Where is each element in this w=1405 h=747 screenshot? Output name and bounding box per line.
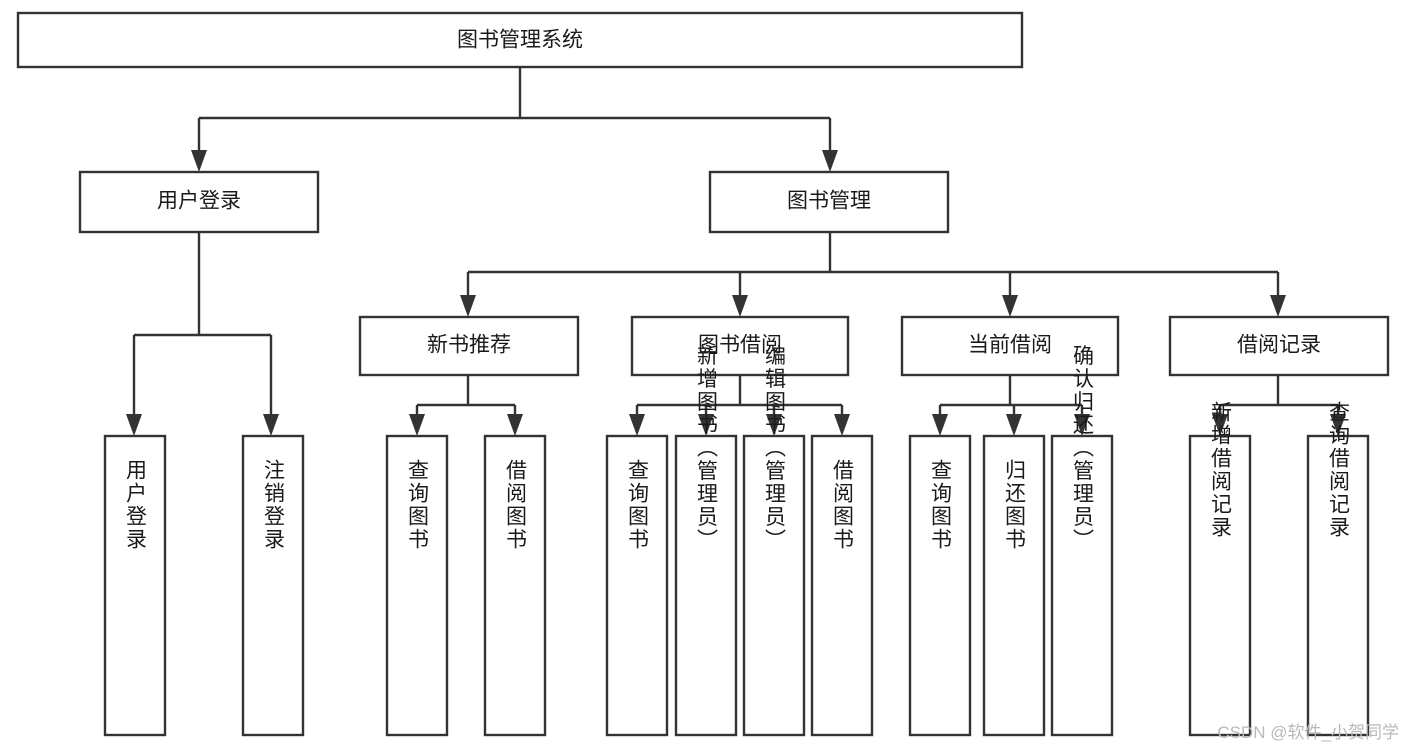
node-borrow-record-label: 借阅记录 <box>1237 334 1321 357</box>
node-leaf-user-login-label: 用户登录 <box>124 459 148 551</box>
node-leaf-borrow-book-1-box[interactable] <box>483 434 547 737</box>
arrow-cb-leaf3 <box>1074 414 1090 436</box>
node-root[interactable]: 图书管理系统 <box>16 11 1024 69</box>
node-leaf-logout-box[interactable] <box>241 434 305 737</box>
node-leaf-edit-book-admin[interactable]: 编辑图书（管理员） <box>742 345 806 737</box>
node-new-book-recommend-label: 新书推荐 <box>427 334 511 357</box>
node-book-borrow-box[interactable] <box>630 315 850 377</box>
csdn-watermark: CSDN @软件_小贺同学 <box>1217 723 1399 742</box>
node-borrow-record[interactable]: 借阅记录 <box>1168 315 1390 377</box>
node-leaf-edit-book-admin-box[interactable] <box>742 434 806 737</box>
node-leaf-add-book-admin-box[interactable] <box>674 434 738 737</box>
node-leaf-query-book-1-box[interactable] <box>385 434 449 737</box>
node-leaf-return-book-label: 归还图书 <box>1003 459 1027 551</box>
node-leaf-confirm-return-admin-label: 确认归还（管理员） <box>1071 345 1095 552</box>
arrow-to-leaf-user-login <box>126 414 142 436</box>
node-leaf-borrow-book-1[interactable]: 借阅图书 <box>483 434 547 737</box>
node-leaf-add-book-admin-label: 新增图书（管理员） <box>695 345 719 552</box>
node-leaf-borrow-book-2[interactable]: 借阅图书 <box>810 434 874 737</box>
node-book-borrow-label: 图书借阅 <box>698 334 782 357</box>
arrow-bb-leaf2 <box>698 414 714 436</box>
arrow-to-leaf-logout <box>263 414 279 436</box>
node-leaf-logout-label: 注销登录 <box>262 459 286 551</box>
node-root-box[interactable] <box>16 11 1024 69</box>
node-leaf-add-borrow-record-box[interactable] <box>1188 434 1252 737</box>
node-leaf-query-book-1[interactable]: 查询图书 <box>385 434 449 737</box>
node-new-book-recommend-box[interactable] <box>358 315 580 377</box>
node-book-borrow[interactable]: 图书借阅 <box>630 315 850 377</box>
node-leaf-query-borrow-record-label: 查询借阅记录 <box>1327 401 1351 539</box>
arrow-root-to-book-mgmt <box>822 150 838 172</box>
node-leaf-query-book-3[interactable]: 查询图书 <box>908 434 972 737</box>
node-leaf-query-book-3-label: 查询图书 <box>929 459 953 551</box>
node-leaf-user-login-box[interactable] <box>103 434 167 737</box>
node-root-label: 图书管理系统 <box>457 29 583 52</box>
node-leaf-add-borrow-record[interactable]: 新增借阅记录 <box>1188 401 1252 737</box>
node-user-login-label: 用户登录 <box>157 190 241 213</box>
arrow-to-current-borrow <box>1002 295 1018 317</box>
node-leaf-query-book-2-label: 查询图书 <box>626 459 650 551</box>
node-book-management-box[interactable] <box>708 170 950 234</box>
node-leaf-add-book-admin[interactable]: 新增图书（管理员） <box>674 345 738 737</box>
arrow-to-new-book-rec <box>460 295 476 317</box>
node-book-management-label: 图书管理 <box>787 190 871 213</box>
node-leaf-logout[interactable]: 注销登录 <box>241 434 305 737</box>
node-borrow-record-box[interactable] <box>1168 315 1390 377</box>
arrow-br-leaf1 <box>1212 414 1228 436</box>
node-leaf-borrow-book-2-box[interactable] <box>810 434 874 737</box>
node-leaf-query-book-1-label: 查询图书 <box>406 459 430 551</box>
node-leaf-return-book[interactable]: 归还图书 <box>982 434 1046 737</box>
arrow-bb-leaf4 <box>834 414 850 436</box>
node-leaf-query-book-2-box[interactable] <box>605 434 669 737</box>
node-leaf-query-book-2[interactable]: 查询图书 <box>605 434 669 737</box>
arrow-bb-leaf3 <box>766 414 782 436</box>
arrow-bb-leaf1 <box>629 414 645 436</box>
node-leaf-return-book-box[interactable] <box>982 434 1046 737</box>
node-leaf-borrow-book-1-label: 借阅图书 <box>504 459 528 551</box>
node-leaf-confirm-return-admin[interactable]: 确认归还（管理员） <box>1050 345 1114 737</box>
node-new-book-recommend[interactable]: 新书推荐 <box>358 315 580 377</box>
node-book-management[interactable]: 图书管理 <box>708 170 950 234</box>
node-leaf-confirm-return-admin-box[interactable] <box>1050 434 1114 737</box>
node-current-borrow-label: 当前借阅 <box>968 334 1052 357</box>
arrow-to-book-borrow <box>732 295 748 317</box>
arrow-nbr-leaf2 <box>507 414 523 436</box>
arrow-root-to-user-login <box>191 150 207 172</box>
node-user-login[interactable]: 用户登录 <box>78 170 320 234</box>
node-leaf-user-login[interactable]: 用户登录 <box>103 434 167 737</box>
arrow-br-leaf2 <box>1330 414 1346 436</box>
node-leaf-query-borrow-record-box[interactable] <box>1306 434 1370 737</box>
node-leaf-edit-book-admin-label: 编辑图书（管理员） <box>763 345 787 552</box>
connector-layer <box>126 67 1346 436</box>
node-leaf-add-borrow-record-label: 新增借阅记录 <box>1209 401 1233 539</box>
arrow-cb-leaf2 <box>1006 414 1022 436</box>
node-leaf-borrow-book-2-label: 借阅图书 <box>831 459 855 551</box>
node-user-login-box[interactable] <box>78 170 320 234</box>
node-leaf-query-borrow-record[interactable]: 查询借阅记录 <box>1306 401 1370 737</box>
node-current-borrow[interactable]: 当前借阅 <box>900 315 1120 377</box>
arrow-to-borrow-record <box>1270 295 1286 317</box>
node-leaf-query-book-3-box[interactable] <box>908 434 972 737</box>
arrow-nbr-leaf1 <box>409 414 425 436</box>
node-current-borrow-box[interactable] <box>900 315 1120 377</box>
arrow-cb-leaf1 <box>932 414 948 436</box>
